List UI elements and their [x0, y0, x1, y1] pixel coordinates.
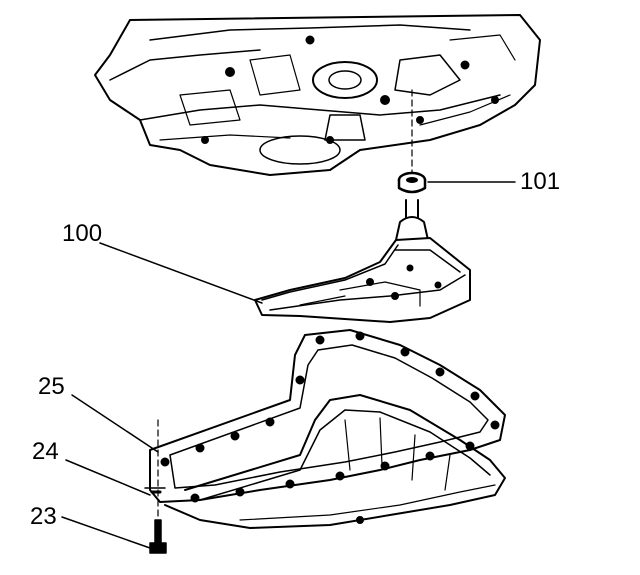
callout-24: 24 — [32, 438, 59, 465]
leader-24 — [65, 459, 151, 496]
callout-23: 23 — [30, 503, 57, 530]
transmission-case — [94, 14, 541, 176]
leader-23 — [61, 516, 151, 549]
leader-100 — [99, 242, 263, 304]
callout-101: 101 — [520, 168, 561, 195]
filter-seal — [397, 171, 427, 194]
oil-pan-gasket — [144, 487, 166, 494]
callout-100: 100 — [62, 220, 103, 247]
oil-pan — [149, 329, 506, 529]
transmission-filter — [254, 199, 471, 323]
callout-25: 25 — [38, 373, 65, 400]
leader-25 — [71, 394, 159, 453]
oil-pan-bolt — [149, 419, 167, 554]
